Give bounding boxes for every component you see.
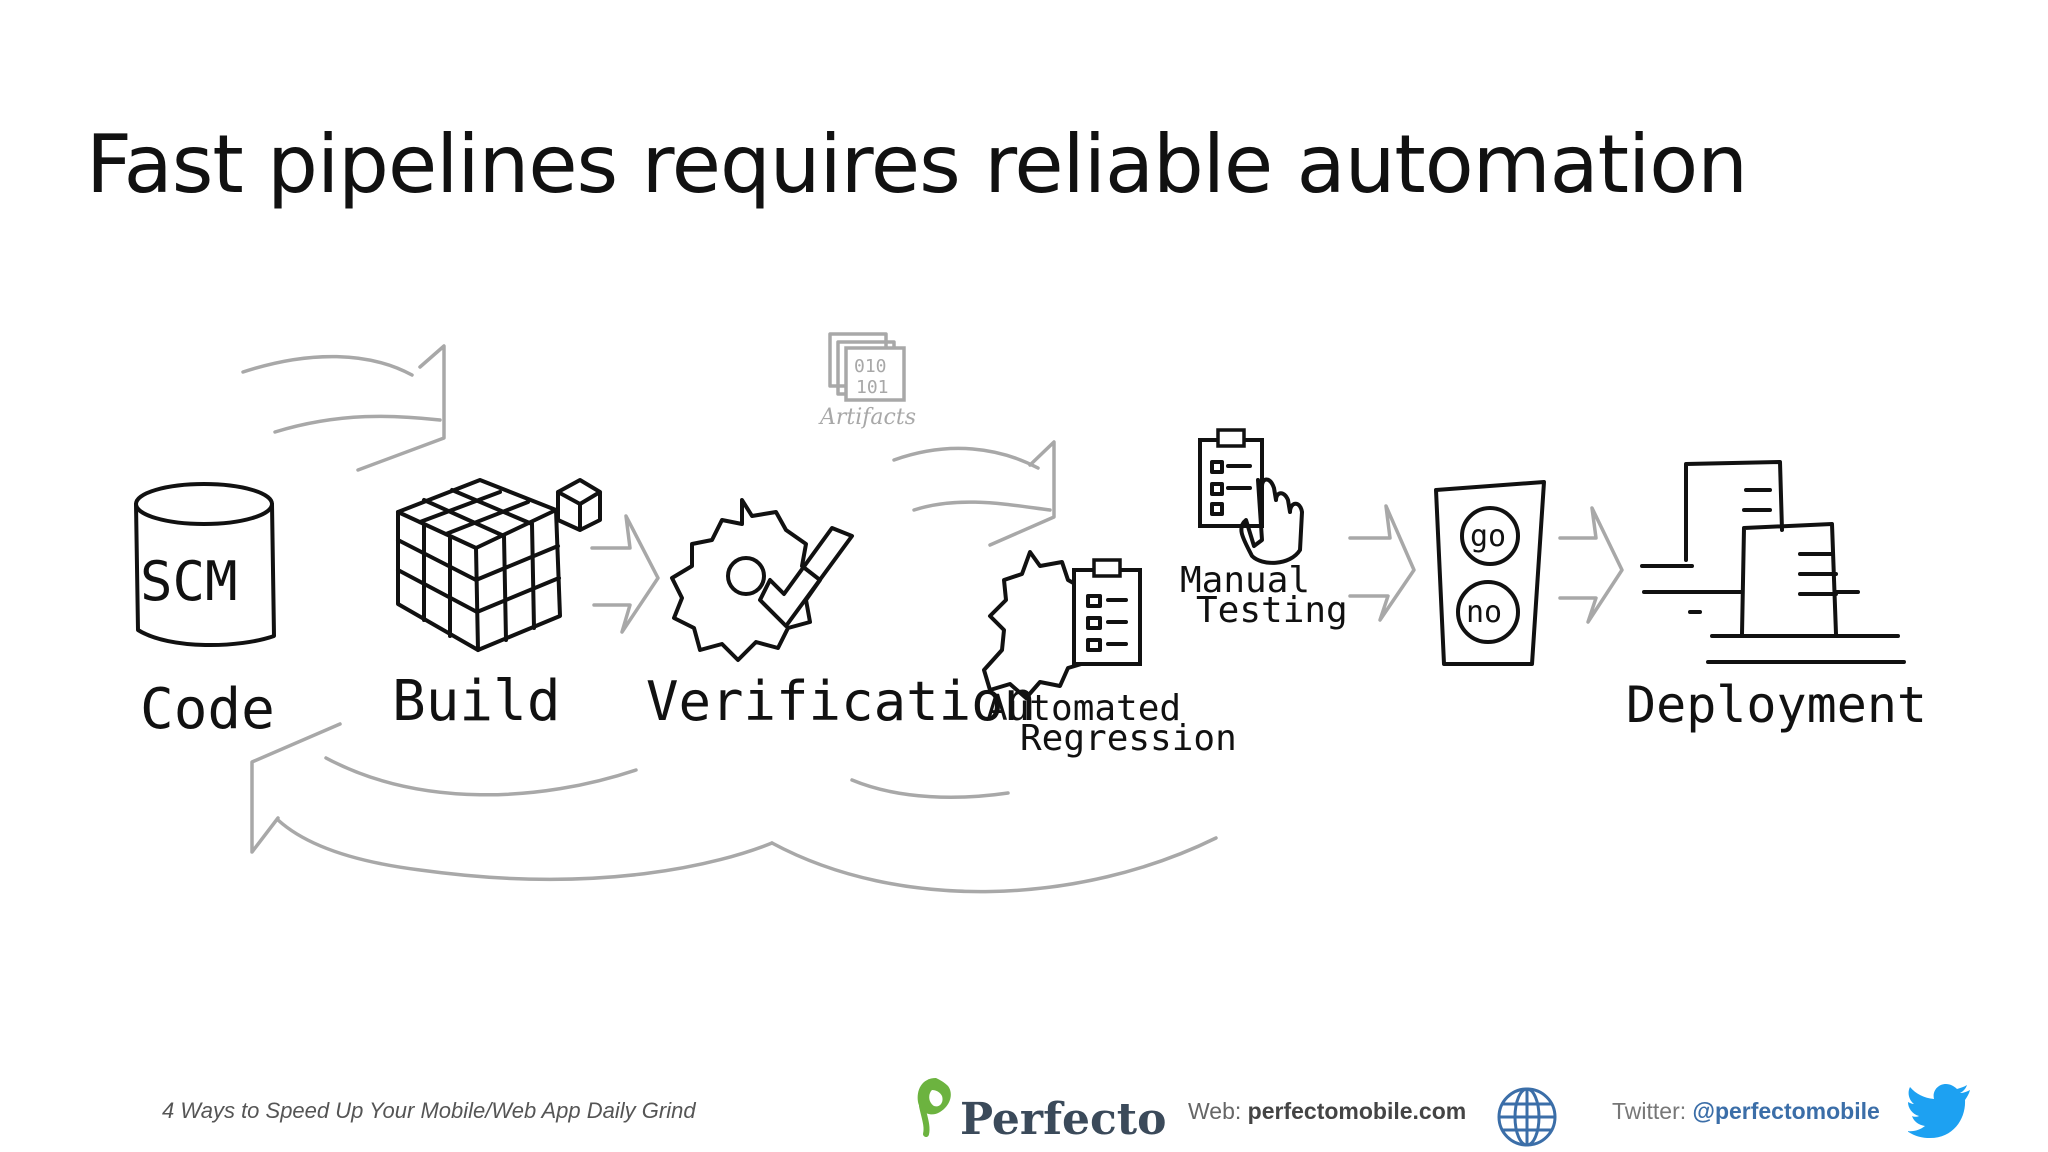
arrow-golight-to-deployment [1558, 506, 1624, 624]
perfecto-logo-icon [917, 1078, 951, 1137]
slide-footer: 4 Ways to Speed Up Your Mobile/Web App D… [0, 1050, 2048, 1152]
server-stack-icon [1640, 460, 1906, 664]
artifacts-icon: 010 101 [828, 332, 906, 402]
web-label: Web: [1188, 1098, 1248, 1124]
arrow-build-to-verification [590, 514, 660, 634]
stage-label-regression-line1: Automated [986, 688, 1181, 729]
artifacts-binary-2: 101 [856, 377, 889, 398]
feedback-arrow-regression-to-code [276, 778, 1218, 894]
go-text: go [1470, 519, 1506, 554]
no-text: no [1466, 595, 1502, 630]
arrow-artifacts-to-regression [892, 440, 1056, 547]
footer-twitter: Twitter: @perfectomobile [1612, 1098, 1880, 1125]
arrow-code-to-build [241, 344, 446, 472]
stage-label-manual-line1: Manual [1180, 560, 1310, 601]
gear-checkmark-icon [670, 498, 854, 662]
feedback-arrow-verification-to-code [250, 722, 638, 854]
grid-cube-icon [396, 478, 602, 652]
stage-label-build: Build [392, 669, 561, 734]
globe-icon[interactable] [1496, 1086, 1558, 1148]
artifacts-binary-1: 010 [854, 356, 887, 377]
stage-label-regression-line2: Regression [1020, 718, 1237, 759]
twitter-bird-icon[interactable] [1908, 1084, 1972, 1138]
stage-label-verification: Verification [646, 670, 1036, 733]
scm-text: SCM [140, 550, 238, 613]
stage-label-code: Code [140, 677, 275, 742]
web-link[interactable]: perfectomobile.com [1247, 1098, 1467, 1124]
clipboard-hand-icon [1198, 428, 1304, 565]
twitter-handle-link[interactable]: @perfectomobile [1692, 1098, 1880, 1124]
slide-title: Fast pipelines requires reliable automat… [86, 118, 1748, 211]
artifacts-label: Artifacts [818, 405, 916, 430]
footer-web: Web: perfectomobile.com [1188, 1098, 1466, 1125]
perfecto-brand-text: Perfecto [960, 1094, 1167, 1145]
database-cylinder-icon: SCM [134, 482, 276, 647]
arrow-testing-to-golight [1348, 504, 1416, 622]
traffic-light-icon: go no [1434, 480, 1546, 666]
gear-clipboard-icon [982, 550, 1142, 700]
footer-subtitle: 4 Ways to Speed Up Your Mobile/Web App D… [162, 1098, 696, 1123]
stage-label-deployment: Deployment [1626, 676, 1927, 734]
twitter-label: Twitter: [1612, 1098, 1693, 1124]
pipeline-diagram: 010 101 Artifacts SCM Code Build Verific… [134, 332, 1927, 894]
stage-label-manual-line2: Testing [1196, 590, 1348, 631]
